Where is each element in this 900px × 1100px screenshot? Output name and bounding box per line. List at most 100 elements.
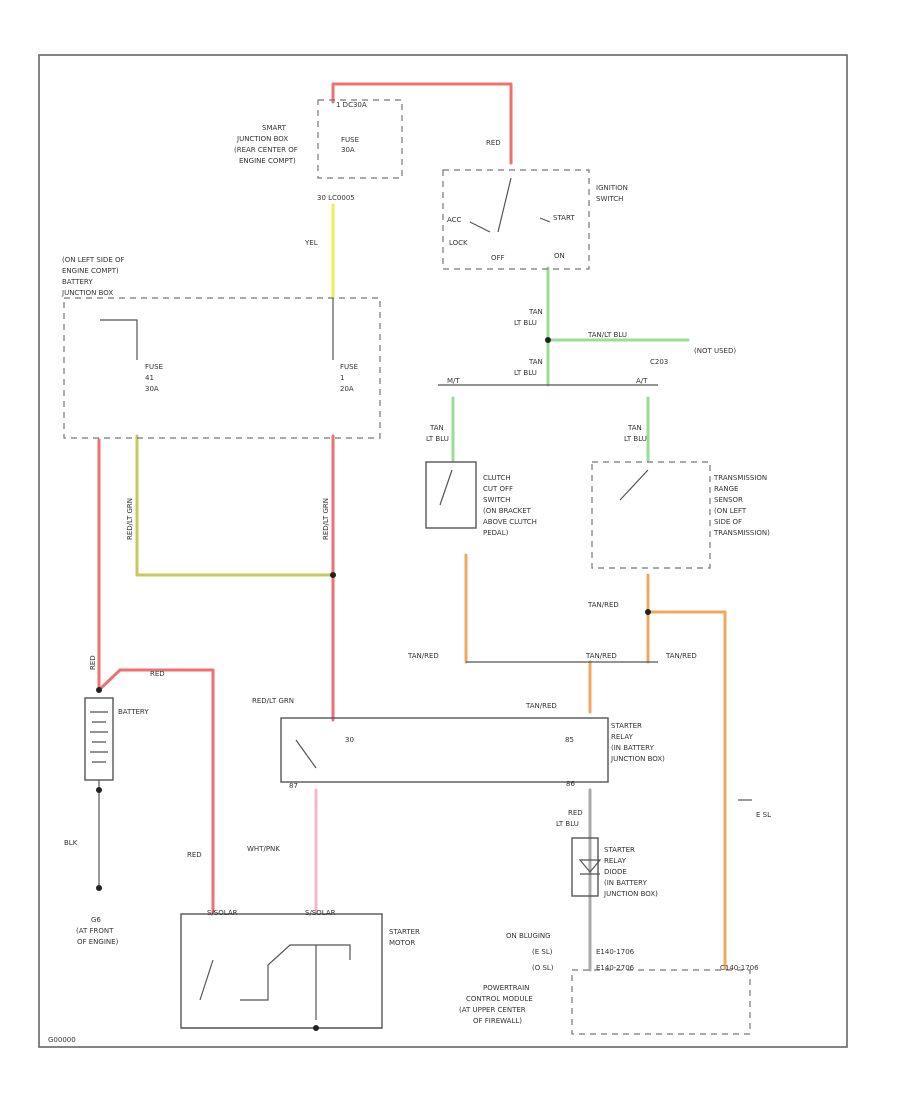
splice-dot: [313, 1025, 319, 1031]
label-battery: BATTERY: [118, 708, 149, 716]
splice-dot: [645, 609, 651, 615]
label-tan-ltblu-2b: LT BLU: [514, 369, 537, 377]
label-off: OFF: [491, 254, 505, 262]
label-trs-1: TRANSMISSION: [713, 474, 767, 482]
battery-symbol: [84, 697, 114, 781]
label-fuse-left: FUSE: [145, 363, 163, 371]
label-tan-ltblu-1b: LT BLU: [514, 319, 537, 327]
label-red-top: RED: [486, 139, 501, 147]
battery-junction-box: [63, 297, 381, 439]
label-jb-fuse-amp: 30A: [341, 146, 355, 154]
label-pcm-3: (AT UPPER CENTER: [459, 1006, 526, 1014]
label-trs-2: RANGE: [714, 485, 738, 493]
label-trs-5: SIDE OF: [714, 518, 742, 526]
splice-dot: [96, 787, 102, 793]
label-tan-red-4: TAN/RED: [665, 652, 697, 660]
label-ground-1: G6: [91, 916, 101, 924]
label-wht-pnk: WHT/PNK: [247, 845, 280, 853]
label-fuse-mid: FUSE: [340, 363, 358, 371]
relay-switch-contact: [295, 739, 317, 769]
label-relay-pin-87: 87: [289, 782, 298, 790]
ignition-switch-box: [442, 169, 590, 270]
label-trs-4: (ON LEFT: [714, 507, 747, 515]
label-tan-ltblu-4b: LT BLU: [624, 435, 647, 443]
label-bjb-2: ENGINE COMPT): [62, 267, 119, 275]
battery-cells: [90, 711, 108, 763]
label-starter-motor-1: STARTER: [389, 928, 420, 936]
clutch-switch-contact: [439, 469, 453, 506]
label-esl-2: (O SL): [532, 964, 554, 972]
label-fuse-left-3: 30A: [145, 385, 159, 393]
label-clutch-2: CUT OFF: [483, 485, 513, 493]
starter-switch-contact: [199, 959, 214, 1001]
label-tan-red-3: TAN/RED: [585, 652, 617, 660]
label-fuse-left-2: 41: [145, 374, 154, 382]
label-bjb-3: BATTERY: [62, 278, 93, 286]
label-relay-pin-86: 86: [566, 780, 575, 788]
label-pcm-1: POWERTRAIN: [483, 984, 529, 992]
label-red-ltgrn: RED/LT GRN: [252, 697, 294, 705]
label-red-ltblu-b: LT BLU: [556, 820, 579, 828]
label-relay-pin-30: 30: [345, 736, 354, 744]
label-tan-red-1: TAN/RED: [587, 601, 619, 609]
label-red-ltgrn-v1: RED/LT GRN: [126, 498, 134, 540]
trs-box: [591, 461, 711, 569]
label-at: A/T: [636, 377, 648, 385]
label-pin-b: E140-2706: [596, 964, 635, 972]
label-fuse-mid-3: 20A: [340, 385, 354, 393]
pcm-box: [571, 969, 751, 1035]
starter-motor-box: [180, 913, 383, 1029]
label-acc: ACC: [447, 216, 462, 224]
smart-junction-box: [317, 99, 403, 179]
label-diode-5: JUNCTION BOX): [603, 890, 658, 898]
label-on: ON: [554, 252, 565, 260]
label-pcm-4: OF FIREWALL): [473, 1017, 522, 1025]
ignition-switch-contact: [469, 177, 551, 233]
label-bjb-4: JUNCTION BOX: [61, 289, 113, 297]
label-mt: M/T: [447, 377, 460, 385]
label-yel: YEL: [304, 239, 318, 247]
label-pin-a: E140-1706: [596, 948, 635, 956]
label-not-used: (NOT USED): [694, 347, 736, 355]
label-tan-ltblu-1: TAN: [528, 308, 543, 316]
wire-orange-pcm: [646, 610, 727, 970]
wire-red-battery-starter: [97, 668, 215, 914]
label-terminal-top: 30 LC0005: [317, 194, 355, 202]
label-on-bluging: ON BLUGING: [506, 932, 551, 940]
label-blk: BLK: [64, 839, 78, 847]
label-jb-fuse: FUSE: [341, 136, 359, 144]
label-clutch-6: PEDAL): [483, 529, 509, 537]
label-diode-3: DIODE: [604, 868, 627, 876]
splice-dot: [330, 572, 336, 578]
label-trs-3: SENSOR: [714, 496, 743, 504]
starter-relay-box: [280, 717, 609, 783]
label-tan-red-5: TAN/RED: [525, 702, 557, 710]
wire-olive-left-fuse: [135, 434, 335, 577]
label-lock: LOCK: [449, 239, 468, 247]
label-ignition-2: SWITCH: [596, 195, 623, 203]
label-tan-ltblu-2: TAN: [528, 358, 543, 366]
starter-internal: [181, 944, 382, 1029]
label-fuse-mid-2: 1: [340, 374, 344, 382]
splice-dot: [545, 337, 551, 343]
label-starter-relay-1: STARTER: [611, 722, 642, 730]
label-tan-ltblu-4: TAN: [627, 424, 642, 432]
label-red-ltgrn-v2: RED/LT GRN: [322, 498, 330, 540]
label-relay-pin-85: 85: [565, 736, 574, 744]
label-se-1: S/SOLAR: [207, 909, 238, 917]
label-esl-right: E SL: [756, 811, 771, 819]
label-smart-jb-3: (REAR CENTER OF: [234, 146, 298, 154]
wire-red-top-feed: [331, 82, 513, 165]
label-clutch-4: (ON BRACKET: [483, 507, 532, 515]
label-starter-relay-4: JUNCTION BOX): [610, 755, 665, 763]
label-se-2: S/SOLAR: [305, 909, 336, 917]
label-starter-motor-2: MOTOR: [389, 939, 415, 947]
label-clutch-3: SWITCH: [483, 496, 510, 504]
trs-switch-contact: [619, 469, 649, 501]
diode-box: [571, 837, 599, 897]
label-tan-red-2: TAN/RED: [407, 652, 439, 660]
label-smart-jb-1: SMART: [262, 124, 287, 132]
label-ground-2: (AT FRONT: [76, 927, 114, 935]
label-c203: C203: [650, 358, 668, 366]
